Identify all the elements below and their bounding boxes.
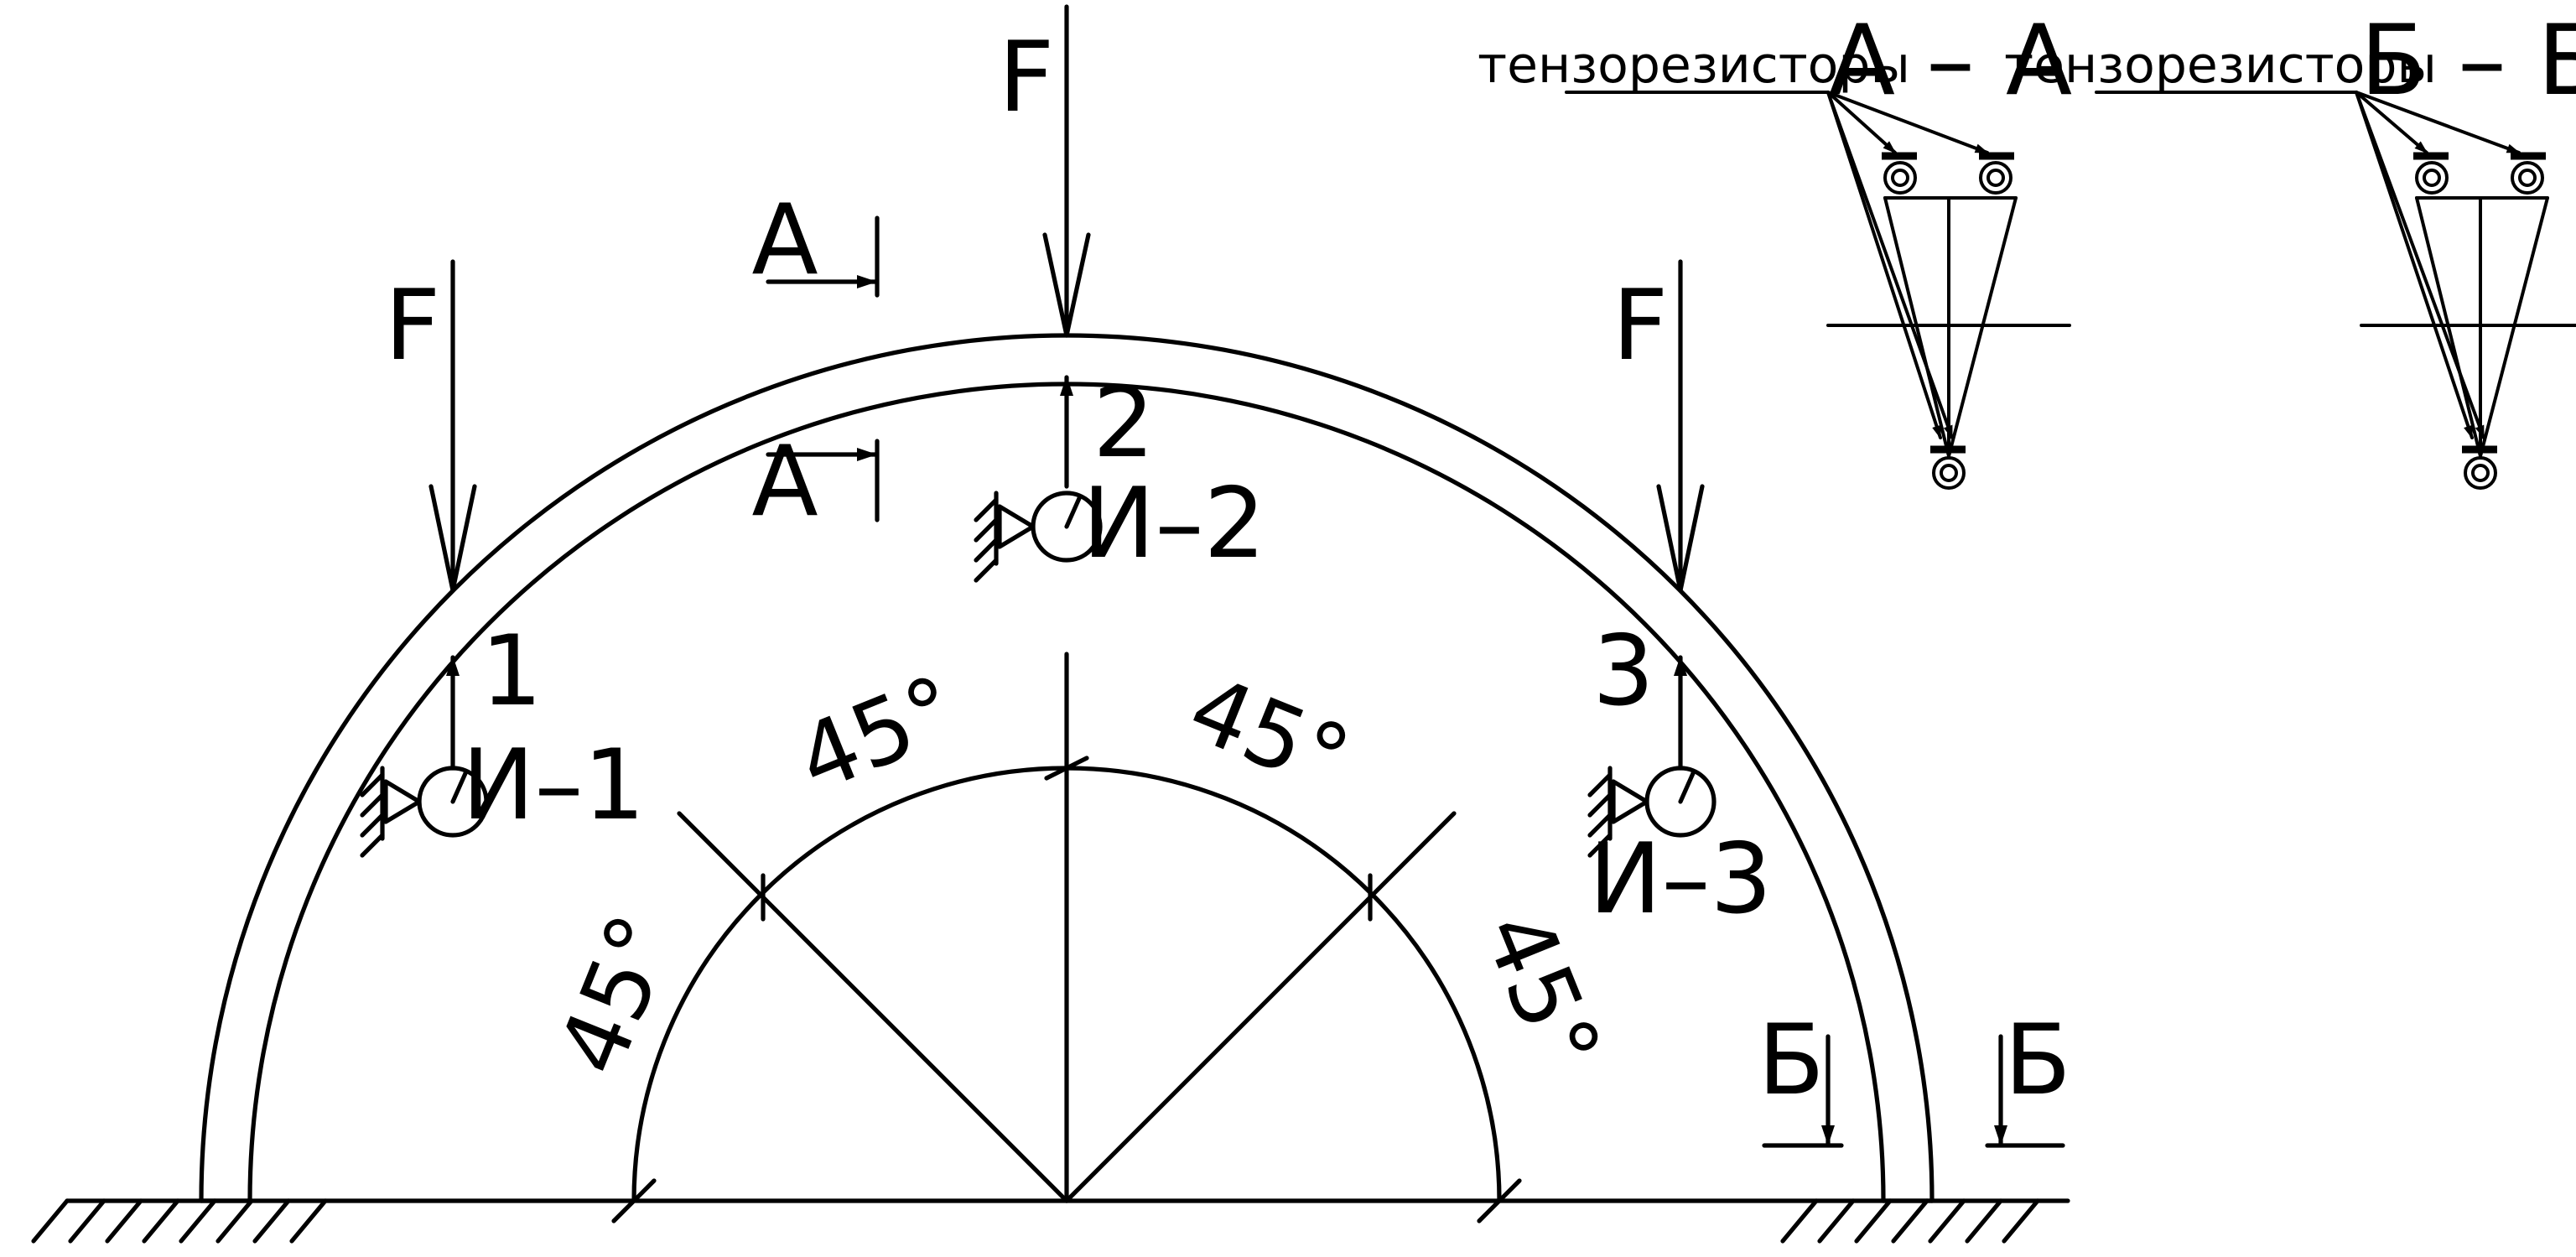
point-label-1: 1 (480, 615, 543, 728)
section-b-marker-left (1762, 1034, 1844, 1148)
force-arrow-left (428, 259, 477, 593)
section-a-label-upper: А (751, 184, 818, 297)
force-label-center: F (999, 21, 1055, 134)
indicator-label-1: И–1 (462, 729, 646, 842)
dial-indicator-3 (1587, 655, 1716, 858)
section-title-a: А – А (1829, 4, 2072, 117)
angle-label-lower-left: 45° (538, 901, 696, 1088)
angle-construction (611, 652, 1522, 1223)
ground (31, 1198, 2070, 1244)
section-a-marker-lower (766, 439, 880, 522)
force-arrow-right (1656, 259, 1705, 593)
section-a-label-lower: А (751, 425, 818, 538)
force-arrow-center (1042, 4, 1091, 338)
angle-label-upper-left: 45° (783, 656, 971, 813)
section-a-marker-upper (766, 216, 880, 298)
point-label-2: 2 (1093, 366, 1155, 480)
strain-gauges-label-b: тензорезисторы (2004, 36, 2437, 95)
dial-indicator-2 (974, 375, 1103, 583)
indicator-label-2: И–2 (1083, 467, 1266, 580)
section-b-label-left: Б (1758, 1004, 1825, 1117)
indicator-label-3: И–3 (1589, 823, 1773, 936)
force-label-right: F (1613, 269, 1669, 382)
dial-indicator-1 (360, 655, 489, 858)
cross-section-a (1565, 91, 2071, 490)
cross-section-b (2095, 91, 2576, 490)
strain-gauges-label-a: тензорезисторы (1478, 36, 1910, 95)
point-label-3: 3 (1592, 615, 1654, 728)
force-label-left: F (385, 269, 441, 382)
section-b-marker-right (1985, 1034, 2065, 1148)
section-title-b: Б – Б (2360, 4, 2576, 117)
section-b-label-right: Б (2004, 1004, 2071, 1117)
